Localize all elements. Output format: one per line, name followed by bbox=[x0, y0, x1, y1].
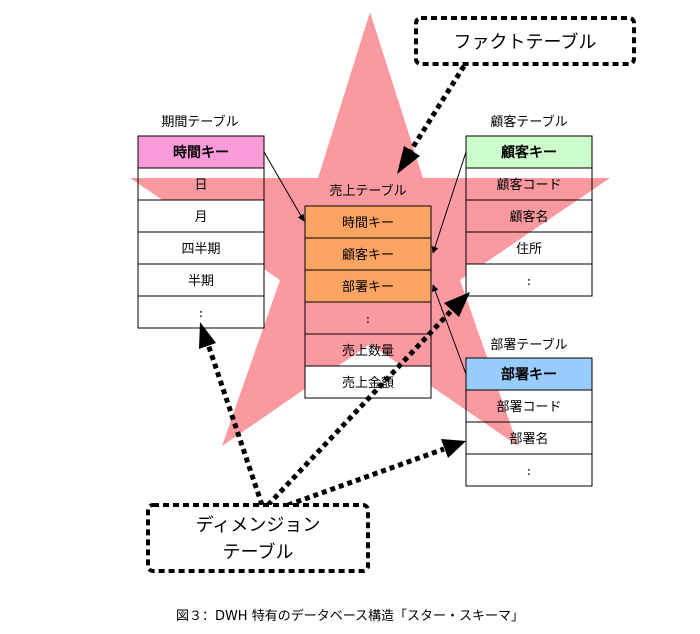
arrow-customer-to-sales bbox=[431, 151, 467, 254]
customer-row-2: 住所 bbox=[516, 242, 542, 257]
period-table-key: 時間キー bbox=[173, 144, 229, 161]
customer-table-title: 顧客テーブル bbox=[490, 114, 567, 130]
sales-key-0: 時間キー bbox=[342, 216, 394, 231]
sales-row-1: 売上数量 bbox=[342, 343, 394, 359]
customer-row-3: : bbox=[527, 274, 531, 289]
arrow-period-to-sales bbox=[263, 151, 305, 222]
arrowhead-to-customer bbox=[444, 292, 470, 317]
department-row-2: : bbox=[527, 464, 531, 479]
arrowhead-to-department bbox=[441, 439, 466, 458]
dotted-arrows bbox=[199, 64, 470, 508]
period-table-title: 期間テーブル bbox=[161, 114, 238, 130]
figure-caption: 図３：DWH 特有のデータベース構造「スター・スキーマ」 bbox=[176, 608, 524, 624]
arrowhead-to-sales bbox=[397, 146, 420, 174]
customer-table-key: 顧客キー bbox=[501, 144, 557, 161]
customer-row-0: 顧客コード bbox=[496, 177, 561, 193]
sales-table: 売上テーブル 時間キー 顧客キー 部署キー : 売上数量 売上金額 bbox=[304, 183, 432, 399]
department-table: 部署テーブル 部署キー 部署コード 部署名 : bbox=[465, 337, 593, 487]
period-row-4: : bbox=[199, 306, 203, 321]
relationship-arrows bbox=[263, 151, 467, 375]
sales-key-2: 部署キー bbox=[342, 280, 394, 295]
department-table-key: 部署キー bbox=[501, 366, 557, 383]
arrowhead-to-period bbox=[199, 322, 216, 349]
department-row-0: 部署コード bbox=[496, 400, 561, 415]
department-row-1: 部署名 bbox=[509, 431, 548, 447]
dimension-callout-line2: テーブル bbox=[223, 541, 294, 563]
period-row-3: 半期 bbox=[188, 274, 214, 289]
fact-table-callout-label: ファクトテーブル bbox=[454, 31, 597, 53]
dimension-callout-line1: ディメンジョン bbox=[196, 515, 321, 536]
arrow-department-to-sales bbox=[431, 284, 467, 375]
fact-table-callout: ファクトテーブル bbox=[414, 16, 636, 66]
period-table: 期間テーブル 時間キー 日 月 四半期 半期 : bbox=[137, 114, 265, 329]
department-table-title: 部署テーブル bbox=[490, 337, 567, 353]
dimension-table-callout: ディメンジョン テーブル bbox=[146, 503, 370, 573]
period-row-2: 四半期 bbox=[181, 242, 220, 257]
period-row-1: 月 bbox=[194, 210, 207, 225]
customer-table: 顧客テーブル 顧客キー 顧客コード 顧客名 住所 : bbox=[465, 114, 593, 297]
department-table-key-cell bbox=[465, 357, 593, 391]
customer-table-key-cell bbox=[465, 135, 593, 169]
period-row-0: 日 bbox=[194, 178, 207, 193]
customer-row-1: 顧客名 bbox=[509, 209, 548, 225]
sales-table-title: 売上テーブル bbox=[329, 183, 406, 199]
sales-row-0: : bbox=[366, 312, 370, 327]
sales-key-1: 顧客キー bbox=[342, 247, 394, 263]
